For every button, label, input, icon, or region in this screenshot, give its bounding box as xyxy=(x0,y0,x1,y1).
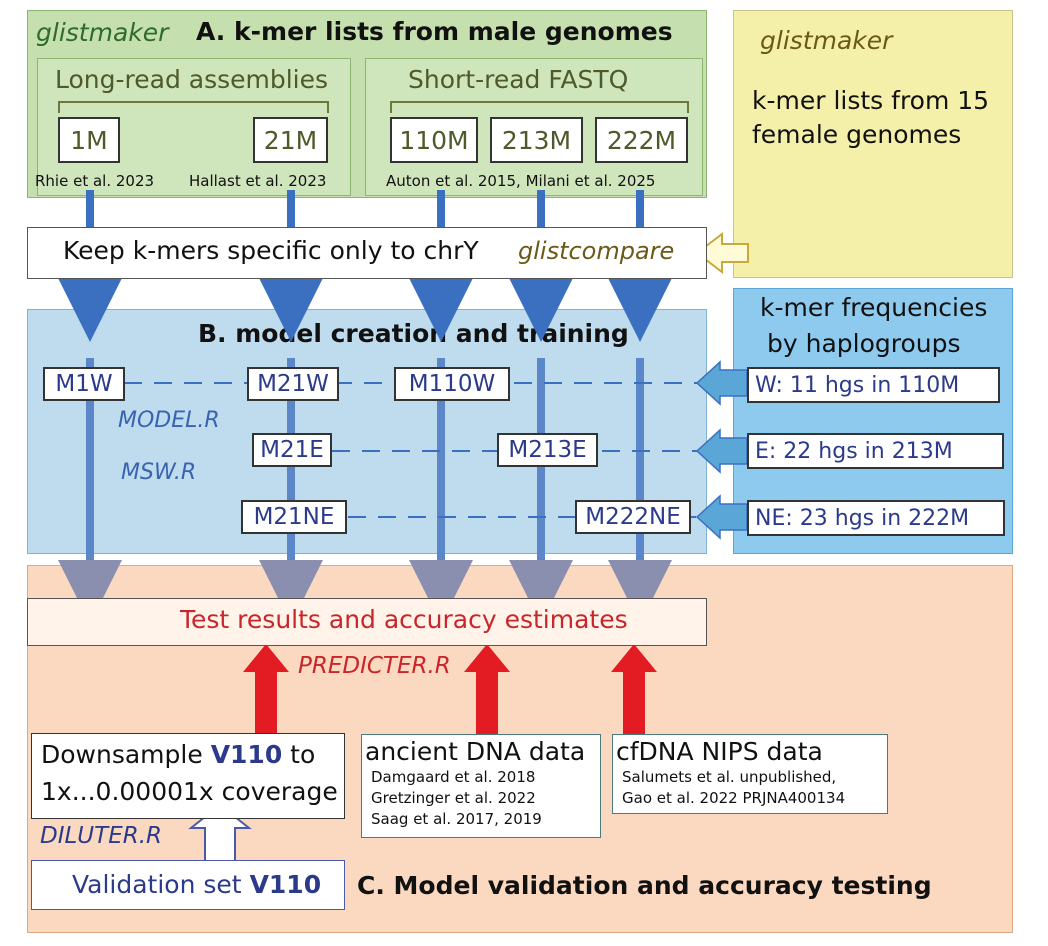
model-m110w: M110W xyxy=(394,367,510,401)
genome-box-21m: 21M xyxy=(253,117,328,163)
female-text-2: female genomes xyxy=(752,120,962,149)
cite-hallast: Hallast et al. 2023 xyxy=(189,172,327,190)
cfdna-box xyxy=(612,734,888,814)
female-tool: glistmaker xyxy=(760,26,893,55)
ancient-cite-1: Damgaard et al. 2018 xyxy=(371,768,536,786)
filter-text: Keep k-mers specific only to chrY xyxy=(63,236,479,265)
ancient-box xyxy=(361,734,601,838)
long-read-label: Long-read assemblies xyxy=(55,65,329,94)
validation-pre: Validation set xyxy=(72,870,250,899)
genome-box-1m: 1M xyxy=(58,117,120,163)
genome-box-110m: 110M xyxy=(390,117,478,163)
model-m1w: M1W xyxy=(43,367,125,401)
freq-box-ne: NE: 23 hgs in 222M xyxy=(747,500,1005,536)
downsample-pre: Downsample xyxy=(41,740,211,769)
cite-rhie: Rhie et al. 2023 xyxy=(35,172,155,190)
genome-box-213m: 213M xyxy=(490,117,583,163)
panel-a-title: A. k-mer lists from male genomes xyxy=(196,17,673,46)
model-m21w: M21W xyxy=(247,367,339,401)
downsample-box xyxy=(31,733,345,819)
panel-c-title: C. Model validation and accuracy testing xyxy=(357,871,932,900)
short-read-label: Short-read FASTQ xyxy=(408,65,629,94)
cfdna-cite-1: Salumets et al. unpublished, xyxy=(622,768,837,786)
panel-a-tool: glistmaker xyxy=(36,18,169,47)
script-msw-r: MSW.R xyxy=(121,460,197,485)
freq-box-e: E: 22 hgs in 213M xyxy=(747,433,1004,469)
downsample-post: to xyxy=(282,740,316,769)
validation-text: Validation set V110 xyxy=(72,870,321,899)
freq-title-1: k-mer frequencies xyxy=(760,293,988,322)
model-m21ne: M21NE xyxy=(241,500,347,534)
script-predicter-r: PREDICTER.R xyxy=(298,653,451,679)
genome-box-222m: 222M xyxy=(595,117,688,163)
ancient-cite-3: Saag et al. 2017, 2019 xyxy=(371,810,542,828)
script-model-r: MODEL.R xyxy=(118,408,220,433)
ancient-cite-2: Gretzinger et al. 2022 xyxy=(371,789,536,807)
model-m21e: M21E xyxy=(252,433,332,467)
results-box xyxy=(27,598,707,646)
cfdna-title: cfDNA NIPS data xyxy=(616,737,823,766)
validation-box xyxy=(31,860,345,910)
downsample-line-1: Downsample V110 to xyxy=(41,740,315,769)
freq-box-w: W: 11 hgs in 110M xyxy=(747,367,1000,403)
filter-box xyxy=(27,227,707,279)
cite-auton-milani: Auton et al. 2015, Milani et al. 2025 xyxy=(386,172,656,190)
female-panel xyxy=(733,10,1013,278)
script-diluter-r: DILUTER.R xyxy=(40,823,162,849)
ancient-title: ancient DNA data xyxy=(365,737,586,766)
filter-tool: glistcompare xyxy=(518,237,675,265)
cfdna-cite-2: Gao et al. 2022 PRJNA400134 xyxy=(622,789,846,807)
freq-title-2: by haplogroups xyxy=(767,329,961,358)
downsample-line-2: 1x...0.00001x coverage xyxy=(41,777,338,806)
downsample-v110: V110 xyxy=(210,740,283,769)
validation-v110: V110 xyxy=(249,870,322,899)
model-m213e: M213E xyxy=(497,433,598,467)
female-text-1: k-mer lists from 15 xyxy=(752,86,990,115)
model-m222ne: M222NE xyxy=(575,500,691,534)
panel-b-title: B. model creation and training xyxy=(198,319,629,348)
results-text: Test results and accuracy estimates xyxy=(180,605,628,634)
